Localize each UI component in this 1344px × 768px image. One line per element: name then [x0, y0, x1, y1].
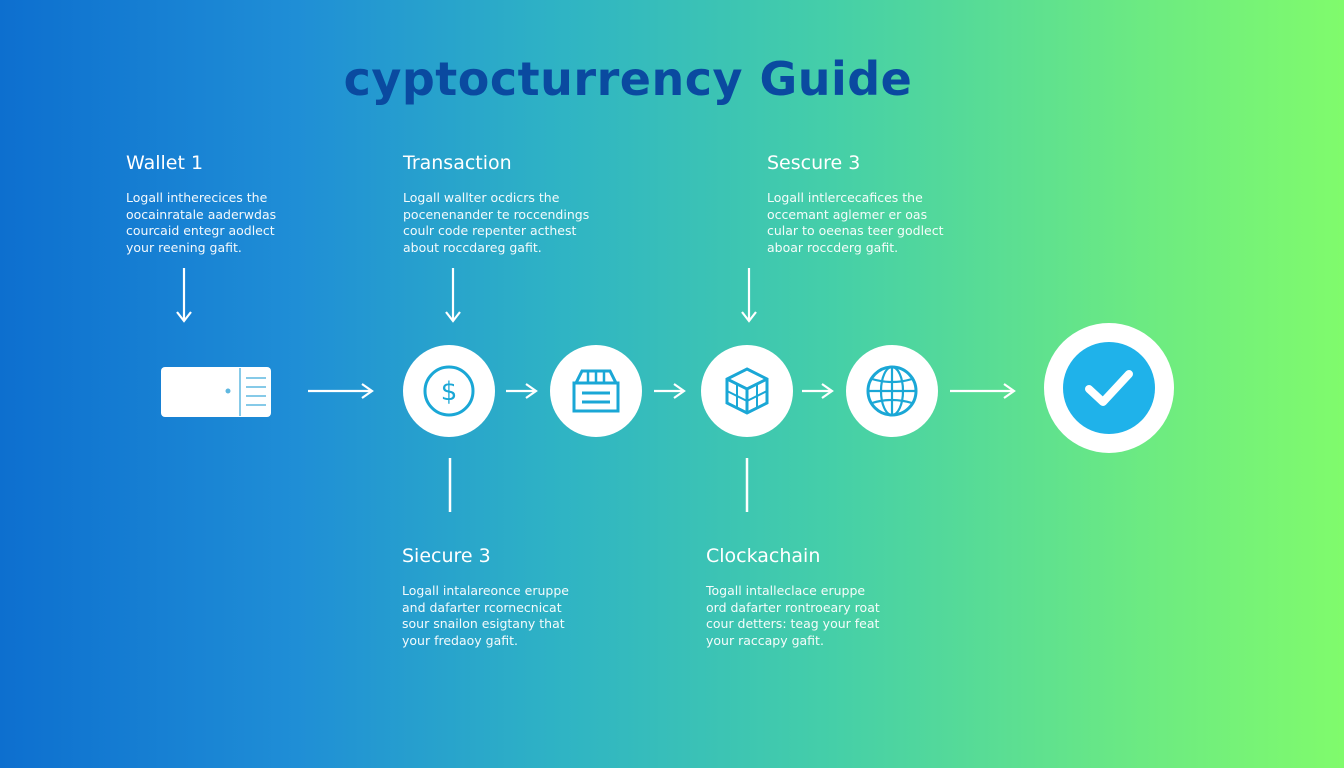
dollar-icon: $ [423, 365, 475, 417]
right-arrow [950, 383, 1016, 399]
step-text-line: courcaid entegr aodlect [126, 223, 275, 238]
step-text-line: sour snailon esigtany that [402, 616, 565, 631]
step-text-line: Logall intalareonce eruppe [402, 583, 569, 598]
ledger-node [550, 345, 642, 437]
step-text-line: Togall intalleclace eruppe [706, 583, 866, 598]
right-arrow [654, 383, 686, 399]
step-text-line: Logall intherecices the [126, 190, 268, 205]
down-arrow [445, 268, 461, 323]
checkmark-icon [1063, 342, 1155, 434]
step-text-line: aboar roccderg gafit. [767, 239, 899, 255]
step-text-line: oocainratale aaderwdas [126, 206, 277, 222]
step-text-line: and dafarter rcornecnicat [402, 599, 562, 615]
step-text-line: Logall intlercecafices the [767, 190, 923, 205]
right-arrow [308, 383, 374, 399]
globe-node [846, 345, 938, 437]
cube-node [701, 345, 793, 437]
step-text-line: cular to oeenas teer godlect [767, 223, 944, 238]
right-arrow [506, 383, 538, 399]
step-text-line: occemant aglemer er oas [767, 206, 928, 222]
step-heading: Siecure 3 [402, 545, 491, 567]
step-text-line: ord dafarter rontroeary roat [706, 599, 880, 615]
step-heading: Wallet 1 [126, 152, 204, 174]
globe-icon [866, 365, 918, 417]
step-text-line: your fredaoy gafit. [402, 632, 518, 648]
step-text-line: coulr code repenter acthest [403, 223, 577, 238]
step-card-secure: Sescure 3 Logall intlercecafices the occ… [767, 152, 1007, 256]
down-arrow [741, 268, 757, 323]
dollar-node: $ [403, 345, 495, 437]
step-heading: Clockachain [706, 545, 821, 567]
checkmark-node [1044, 323, 1174, 453]
step-card-wallet: Wallet 1 Logall intherecices the oocainr… [126, 152, 366, 256]
step-text-line: your raccapy gafit. [706, 632, 824, 648]
step-text-line: Logall wallter ocdicrs the [403, 190, 560, 205]
step-text-line: your reening gafit. [126, 239, 242, 255]
step-heading: Sescure 3 [767, 152, 861, 174]
step-heading: Transaction [403, 152, 512, 174]
step-text-line: cour detters: teag your feat [706, 616, 880, 631]
connector-line [448, 458, 452, 512]
wallet-icon [161, 367, 271, 417]
down-arrow [176, 268, 192, 323]
cube-icon [725, 367, 769, 415]
step-card-transaction: Transaction Logall wallter ocdicrs the p… [403, 152, 643, 256]
step-card-secure-bottom: Siecure 3 Logall intalareonce eruppe and… [402, 545, 642, 649]
right-arrow [802, 383, 834, 399]
step-card-blockchain: Clockachain Togall intalleclace eruppe o… [706, 545, 946, 649]
ledger-box-icon [572, 369, 620, 413]
connector-line [745, 458, 749, 512]
page-title: cyptocturrency Guide [343, 52, 913, 106]
svg-text:$: $ [441, 377, 458, 407]
step-text-line: pocenenander te roccendings [403, 206, 590, 222]
step-text-line: about roccdareg gafit. [403, 239, 542, 255]
